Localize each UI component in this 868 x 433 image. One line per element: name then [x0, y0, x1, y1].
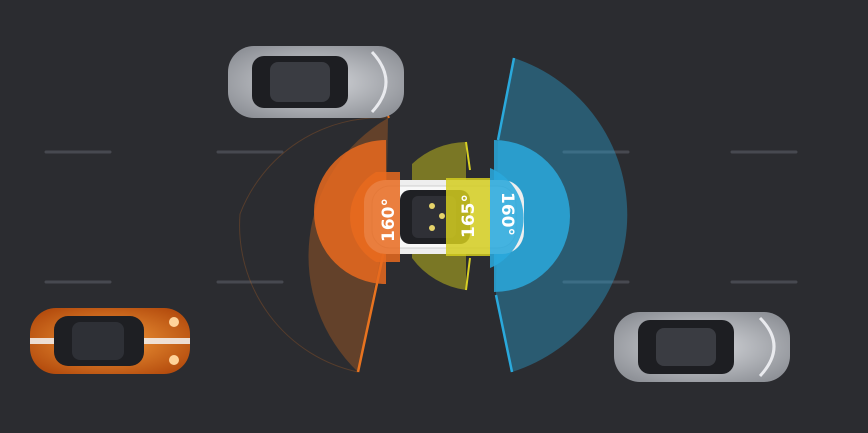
rear-overlay — [350, 172, 400, 262]
side-fov-boundary-bottom — [465, 257, 471, 291]
side-angle-label: 165° — [459, 194, 479, 238]
front-fov-boundary-bottom — [494, 294, 514, 373]
gray-car-bottom-right — [614, 312, 790, 382]
side-fov-boundary-top — [465, 141, 471, 171]
front-fov-boundary-top — [496, 57, 516, 141]
front-overlay — [490, 168, 524, 268]
front-angle-label: 160° — [497, 192, 517, 236]
orange-sports-car — [30, 308, 190, 374]
lane-markings — [44, 150, 798, 284]
rear-angle-label: 160° — [379, 198, 399, 242]
front-camera-core — [494, 140, 570, 292]
rear-camera-wide-fov-edge — [239, 117, 389, 373]
side-overlay — [446, 178, 490, 256]
gray-car-top-left — [228, 46, 404, 118]
